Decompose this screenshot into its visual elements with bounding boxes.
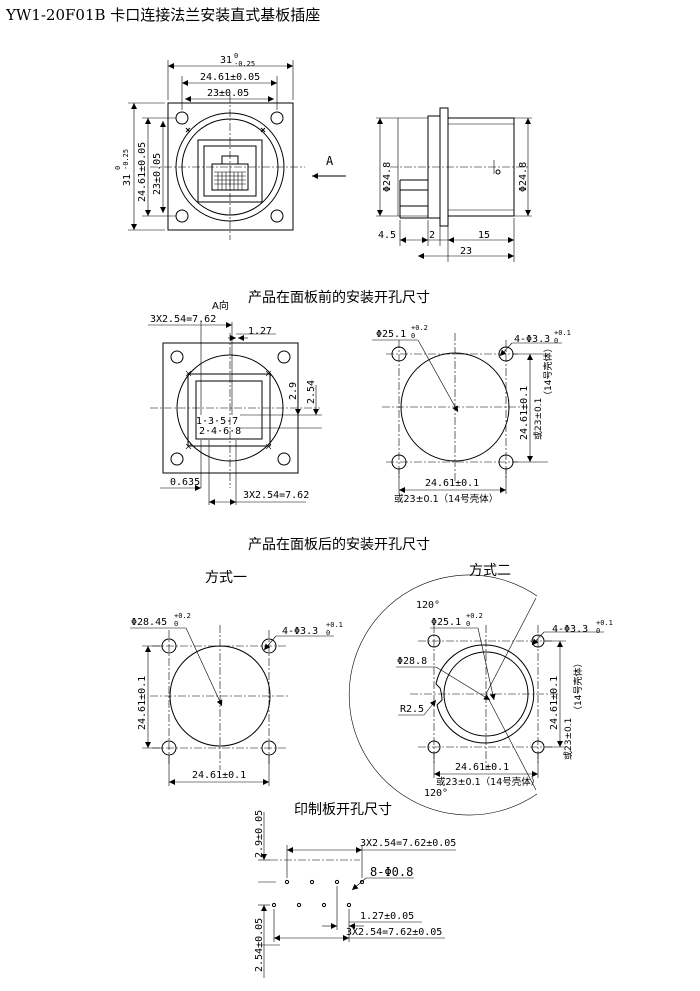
dim-pcb-2-54: 2.54±0.05 bbox=[254, 918, 265, 972]
dim-2-54: 2.54 bbox=[306, 380, 317, 404]
dim-24-61: 24.61±0.05 bbox=[200, 72, 260, 83]
dim-holes: 4-Φ3.3 bbox=[514, 334, 550, 345]
section-front-panel: 产品在面板前的安装开孔尺寸 bbox=[248, 290, 430, 306]
svg-text:+0.2: +0.2 bbox=[174, 612, 191, 620]
arc-120 bbox=[348, 574, 538, 816]
page-title: YW1-20F01B 卡口连接法兰安装直式基板插座 bbox=[6, 6, 321, 24]
svg-text:（14号壳体）: （14号壳体） bbox=[572, 659, 584, 715]
svg-text:0: 0 bbox=[326, 629, 330, 637]
dim-31: 31 bbox=[220, 55, 232, 66]
svg-text:-0.25: -0.25 bbox=[122, 149, 130, 170]
svg-text:+0.1: +0.1 bbox=[326, 621, 343, 629]
pins-odd: 1·3·5·7 bbox=[196, 416, 238, 427]
dim-h-24-61: 24.61±0.1 bbox=[425, 478, 479, 489]
svg-text:或23±0.1（14号壳体）: 或23±0.1（14号壳体） bbox=[436, 776, 540, 788]
dim-m2-v: 24.61±0.1 bbox=[549, 676, 560, 730]
dim-2-9: 2.9 bbox=[288, 382, 299, 400]
svg-text:+0.1: +0.1 bbox=[596, 619, 613, 627]
svg-text:0: 0 bbox=[596, 627, 600, 635]
mount-hole-bl bbox=[175, 209, 189, 223]
dim-1-27: 1.27 bbox=[248, 326, 272, 337]
mount-hole-tl bbox=[175, 111, 189, 125]
dim-m2-h: 24.61±0.1 bbox=[455, 762, 509, 773]
section-rear-panel: 产品在面板后的安装开孔尺寸 bbox=[248, 537, 430, 553]
front-panel-cutout: Φ25.1 +0.2 0 4-Φ3.3 +0.1 0 24.61±0.1 或23… bbox=[372, 324, 571, 505]
dim-pcb-pitch-top: 3X2.54=7.62±0.05 bbox=[360, 838, 456, 849]
dim-pcb-holes: 8-Φ0.8 bbox=[370, 865, 413, 879]
svg-text:0: 0 bbox=[174, 620, 178, 628]
dim-pcb-1-27: 1.27±0.05 bbox=[360, 911, 414, 922]
svg-text:0: 0 bbox=[466, 620, 470, 628]
dim-pcb-2-9: 2.9±0.05 bbox=[254, 810, 265, 858]
dim-v-24-61: 24.61±0.1 bbox=[519, 386, 530, 440]
dim-m1-holes: 4-Φ3.3 bbox=[282, 626, 318, 637]
method-one: Φ28.45 +0.2 0 4-Φ3.3 +0.1 0 24.61±0.1 24… bbox=[130, 612, 343, 786]
mount-hole-tr bbox=[270, 111, 284, 125]
method-two: 120° 120° Φ25.1 +0.2 0 4-Φ3.3 +0.1 0 Φ28… bbox=[348, 574, 613, 816]
view-a: A向 1·3·5·7 2·4·6·8 3X2.54=7.62 1.27 2.9 … bbox=[148, 299, 322, 505]
dim-dia-25-1: Φ25.1 bbox=[376, 329, 406, 340]
dim-angle-top: 120° bbox=[416, 600, 440, 611]
front-view: 31 0 -0.25 24.61±0.05 23±0.05 31 0 -0.25… bbox=[114, 52, 346, 240]
dim-dia-right: Φ24.8 bbox=[518, 162, 529, 192]
svg-text:0: 0 bbox=[114, 166, 122, 170]
dim-23-v: 23±0.05 bbox=[152, 153, 163, 195]
dim-4-5: 4.5 bbox=[378, 230, 396, 241]
svg-text:+0.2: +0.2 bbox=[466, 612, 483, 620]
view-a-label: A bbox=[326, 154, 334, 168]
svg-text:+0.1: +0.1 bbox=[554, 329, 571, 337]
dim-m1-h: 24.61±0.1 bbox=[192, 770, 246, 781]
svg-text:-0.25: -0.25 bbox=[234, 60, 255, 68]
mount-hole-br bbox=[270, 209, 284, 223]
label-method-one: 方式一 bbox=[205, 570, 247, 586]
dim-dia-28-45: Φ28.45 bbox=[131, 617, 167, 628]
svg-text:（14号壳体）: （14号壳体） bbox=[542, 344, 554, 400]
dim-m2-dia: Φ25.1 bbox=[431, 617, 461, 628]
dim-0-635: 0.635 bbox=[170, 477, 200, 488]
pins-even: 2·4·6·8 bbox=[199, 426, 241, 437]
flange-outline bbox=[167, 102, 294, 231]
svg-text:或23±0.1: 或23±0.1 bbox=[532, 398, 544, 440]
dim-31-v: 31 bbox=[122, 174, 133, 186]
dim-r-2-5: R2.5 bbox=[400, 704, 424, 715]
svg-text:0: 0 bbox=[411, 332, 415, 340]
dim-24-61-v: 24.61±0.05 bbox=[137, 142, 148, 202]
svg-text:0: 0 bbox=[554, 337, 558, 345]
dim-23-side: 23 bbox=[460, 246, 472, 257]
dim-pitch-bot: 3X2.54=7.62 bbox=[243, 490, 309, 501]
dim-23: 23±0.05 bbox=[207, 88, 249, 99]
dim-m1-v: 24.61±0.1 bbox=[137, 676, 148, 730]
dim-dia-28-8: Φ28.8 bbox=[397, 656, 427, 667]
dim-angle-bot: 120° bbox=[424, 788, 448, 799]
dim-pcb-pitch-bot: 3X2.54=7.62±0.05 bbox=[346, 927, 442, 938]
svg-text:或23±0.1（14号壳体）: 或23±0.1（14号壳体） bbox=[394, 493, 498, 505]
dim-pitch-top: 3X2.54=7.62 bbox=[150, 314, 216, 325]
svg-text:+0.2: +0.2 bbox=[411, 324, 428, 332]
dim-m2-holes: 4-Φ3.3 bbox=[552, 624, 588, 635]
view-a-title: A向 bbox=[212, 299, 229, 312]
pcb-cutout: 2.9±0.05 2.54±0.05 3X2.54=7.62±0.05 8-Φ0… bbox=[254, 810, 456, 978]
dim-dia-left: Φ24.8 bbox=[382, 162, 393, 192]
svg-text:或23±0.1: 或23±0.1 bbox=[562, 718, 574, 760]
section-pcb: 印制板开孔尺寸 bbox=[294, 802, 392, 818]
dim-2: 2 bbox=[429, 230, 435, 241]
label-method-two: 方式二 bbox=[469, 563, 511, 579]
svg-text:0: 0 bbox=[234, 52, 238, 60]
dim-15: 15 bbox=[478, 230, 490, 241]
side-view: Φ24.8 Φ24.8 4.5 2 15 23 bbox=[376, 107, 532, 262]
